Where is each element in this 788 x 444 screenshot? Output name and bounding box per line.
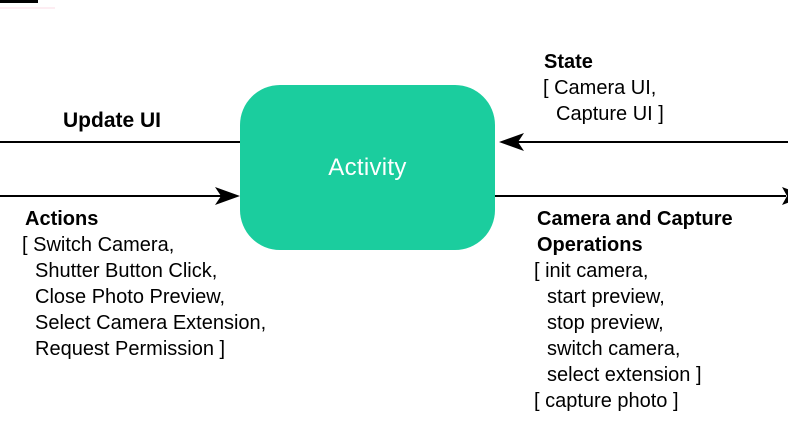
state-block: State [ Camera UI, Capture UI ] [543,49,664,127]
camera-ops-block: Camera and Capture Operations [ init cam… [534,206,733,414]
camera-ops-title-line1: Camera and Capture [537,208,733,230]
update-ui-label: Update UI [63,109,162,132]
camera-ops-arrowhead-icon [782,187,788,205]
camera-ops-item: [ init camera, [534,260,649,282]
actions-arrow [0,187,240,205]
camera-ops-arrow [495,187,788,205]
top-left-faint-bar [0,7,55,9]
state-arrow [499,133,788,151]
actions-block: Actions [ Switch Camera, Shutter Button … [22,206,266,362]
actions-item: Close Photo Preview, [35,286,226,308]
activity-node-label: Activity [328,153,407,181]
actions-item: Select Camera Extension, [35,312,267,334]
actions-item: [ Switch Camera, [22,234,175,256]
actions-title: Actions [25,208,99,230]
state-arrowhead-icon [499,133,524,151]
camera-ops-item: switch camera, [547,338,681,360]
camera-ops-title-line2: Operations [537,234,643,256]
actions-item: Request Permission ] [35,338,226,360]
camera-ops-item: select extension ] [547,364,702,386]
camera-ops-item: stop preview, [547,312,664,334]
actions-item: Shutter Button Click, [35,260,218,282]
activity-node: Activity [240,85,495,250]
state-title: State [544,51,593,73]
top-left-crop-bar [0,0,38,3]
actions-arrowhead-icon [215,187,240,205]
camera-ops-item: [ capture photo ] [534,390,679,412]
camera-ops-item: start preview, [547,286,665,308]
state-item: [ Camera UI, [543,77,657,99]
state-item: Capture UI ] [556,103,664,125]
